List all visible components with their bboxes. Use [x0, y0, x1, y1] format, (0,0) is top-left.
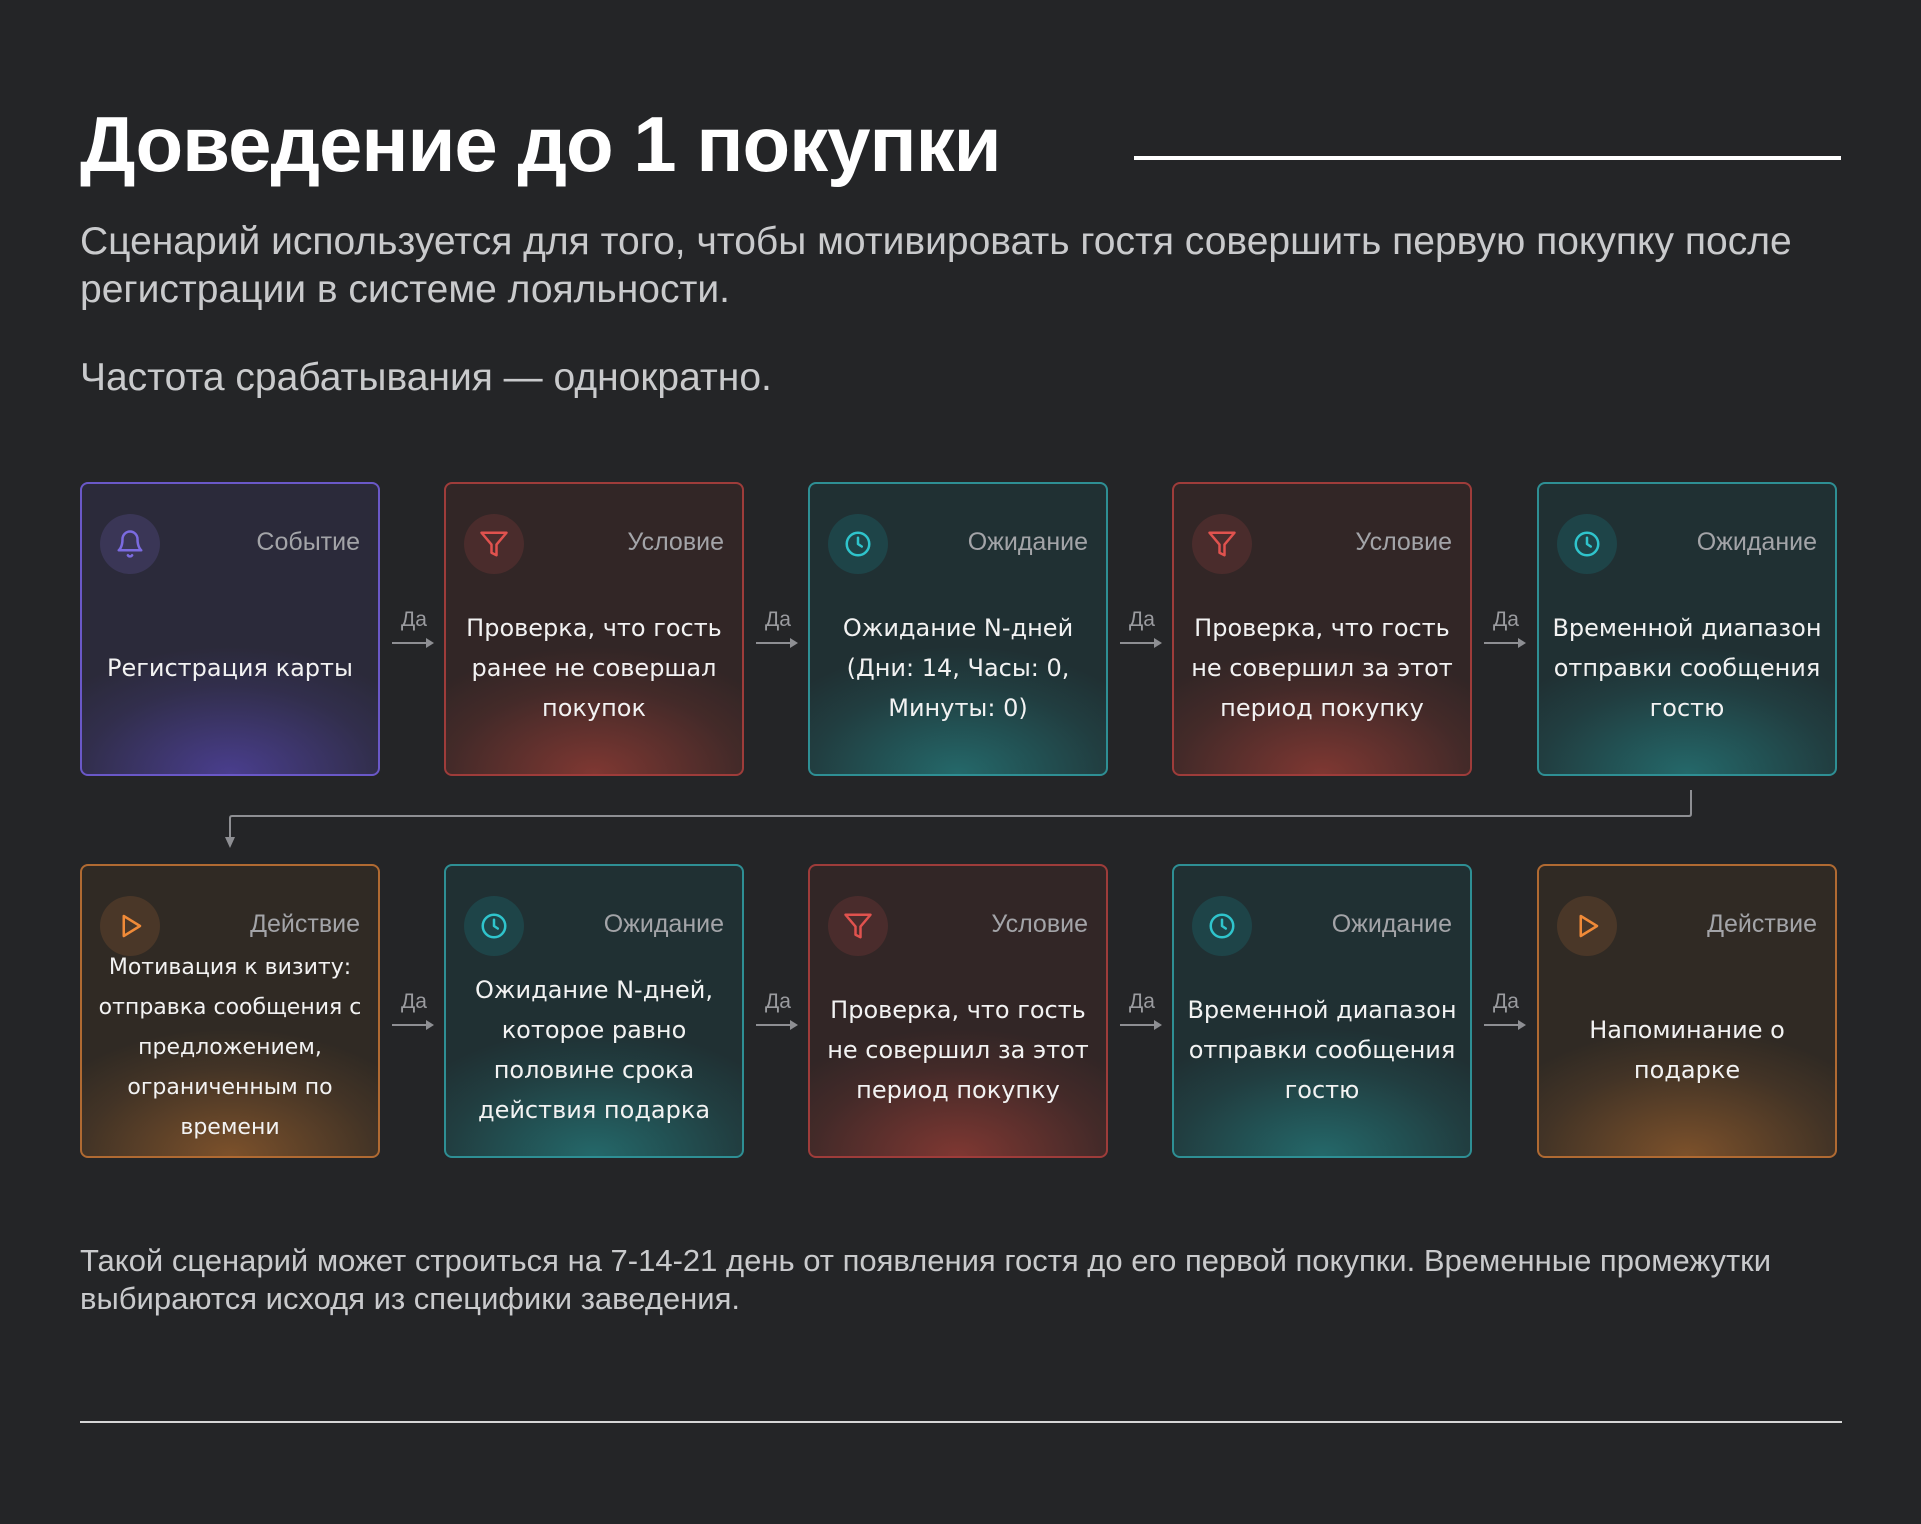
- step-card-condition[interactable]: Условие Проверка, что гость не совершил …: [1172, 482, 1472, 776]
- step-card-action[interactable]: Действие Напоминание о подарке: [1537, 864, 1837, 1158]
- yes-arrow: Да: [754, 990, 802, 1040]
- footer-divider: [80, 1421, 1842, 1423]
- step-card-wait[interactable]: Ожидание Временной диапазон отправки соо…: [1537, 482, 1837, 776]
- yes-label: Да: [1129, 990, 1155, 1013]
- scenario-note: Такой сценарий может строиться на 7-14-2…: [80, 1243, 1772, 1316]
- step-card-condition[interactable]: Условие Проверка, что гость не совершил …: [808, 864, 1108, 1158]
- play-icon: [1557, 896, 1617, 956]
- step-card-wait[interactable]: Ожидание Временной диапазон отправки соо…: [1172, 864, 1472, 1158]
- arrow-right-icon: [1120, 1020, 1162, 1030]
- yes-arrow: Да: [754, 608, 802, 658]
- filter-icon: [464, 514, 524, 574]
- trigger-frequency: Частота срабатывания — однократно.: [80, 356, 772, 399]
- scenario-description: Сценарий используется для того, чтобы мо…: [80, 220, 1792, 311]
- step-type-label: Действие: [1707, 910, 1817, 938]
- step-text: Проверка, что гость не совершил за этот …: [827, 996, 1089, 1104]
- filter-icon: [1192, 514, 1252, 574]
- step-text: Ожидание N-дней, которое равно половине …: [475, 976, 713, 1124]
- yes-arrow: Да: [1482, 990, 1530, 1040]
- yes-label: Да: [765, 990, 791, 1013]
- step-text: Ожидание N-дней (Дни: 14, Часы: 0, Минут…: [842, 614, 1074, 722]
- arrow-right-icon: [1120, 638, 1162, 648]
- step-card-action[interactable]: Действие Мотивация к визиту: отправка со…: [80, 864, 380, 1158]
- arrow-right-icon: [1484, 638, 1526, 648]
- arrow-right-icon: [392, 1020, 434, 1030]
- title-divider: [1134, 156, 1841, 160]
- step-type-label: Событие: [256, 528, 360, 556]
- yes-arrow: Да: [1118, 990, 1166, 1040]
- yes-label: Да: [1493, 990, 1519, 1013]
- arrow-right-icon: [392, 638, 434, 648]
- step-type-label: Условие: [1355, 528, 1452, 556]
- step-type-label: Ожидание: [1696, 528, 1817, 556]
- yes-label: Да: [1493, 608, 1519, 631]
- yes-arrow: Да: [1118, 608, 1166, 658]
- step-text: Проверка, что гость ранее не совершал по…: [466, 614, 722, 722]
- step-type-label: Ожидание: [1331, 910, 1452, 938]
- step-text: Регистрация карты: [107, 654, 353, 682]
- step-card-wait[interactable]: Ожидание Ожидание N-дней (Дни: 14, Часы:…: [808, 482, 1108, 776]
- yes-label: Да: [401, 990, 427, 1013]
- clock-icon: [1192, 896, 1252, 956]
- arrow-right-icon: [756, 1020, 798, 1030]
- page-title: Доведение до 1 покупки: [80, 100, 1002, 188]
- yes-arrow: Да: [390, 608, 438, 658]
- bell-icon: [100, 514, 160, 574]
- yes-label: Да: [401, 608, 427, 631]
- step-text: Мотивация к визиту: отправка сообщения с…: [98, 955, 362, 1140]
- filter-icon: [828, 896, 888, 956]
- clock-icon: [464, 896, 524, 956]
- step-text: Проверка, что гость не совершил за этот …: [1191, 614, 1453, 722]
- play-icon: [100, 896, 160, 956]
- step-type-label: Ожидание: [967, 528, 1088, 556]
- step-card-condition[interactable]: Условие Проверка, что гость ранее не сов…: [444, 482, 744, 776]
- step-text: Временной диапазон отправки сообщения го…: [1187, 996, 1457, 1104]
- arrow-right-icon: [1484, 1020, 1526, 1030]
- step-type-label: Условие: [627, 528, 724, 556]
- arrow-right-icon: [756, 638, 798, 648]
- step-text: Временной диапазон отправки сообщения го…: [1552, 614, 1822, 722]
- yes-label: Да: [1129, 608, 1155, 631]
- step-card-wait[interactable]: Ожидание Ожидание N-дней, которое равно …: [444, 864, 744, 1158]
- step-type-label: Условие: [991, 910, 1088, 938]
- yes-arrow: Да: [1482, 608, 1530, 658]
- step-text: Напоминание о подарке: [1589, 1016, 1785, 1084]
- clock-icon: [1557, 514, 1617, 574]
- yes-arrow: Да: [390, 990, 438, 1040]
- step-type-label: Ожидание: [603, 910, 724, 938]
- yes-label: Да: [765, 608, 791, 631]
- step-card-event[interactable]: Событие Регистрация карты: [80, 482, 380, 776]
- step-type-label: Действие: [250, 910, 360, 938]
- clock-icon: [828, 514, 888, 574]
